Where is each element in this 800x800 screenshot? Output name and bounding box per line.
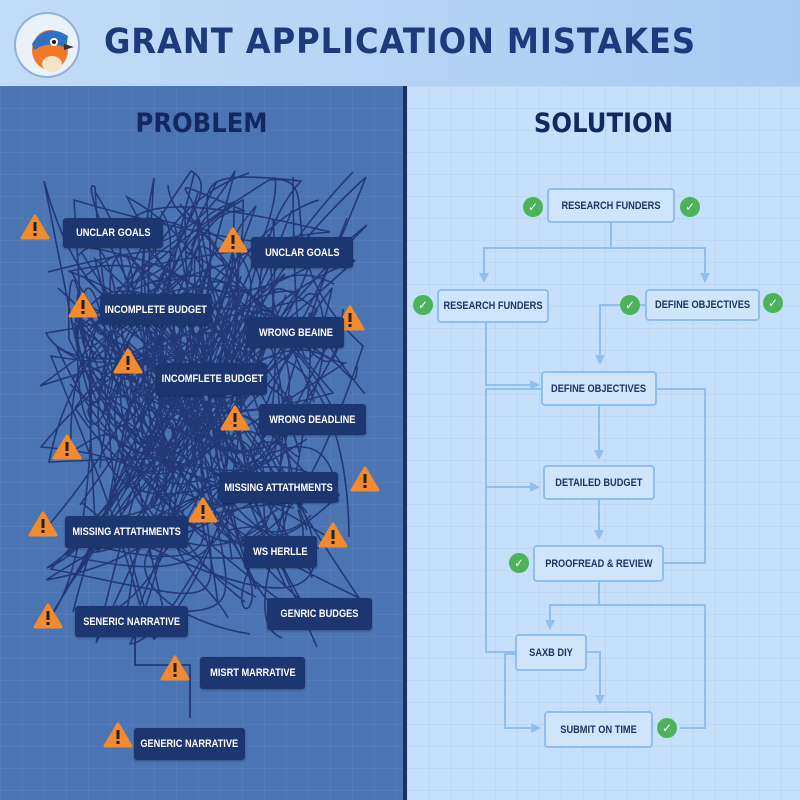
solution-step-label: DEFINE OBJECTIVES [655,299,751,311]
solution-step: DEFINE OBJECTIVES [541,371,657,406]
solution-step: RESEARCH FUNDERS [437,289,549,323]
solution-step-label: RESEARCH FUNDERS [443,300,543,312]
solution-step: SUBMIT ON TIME [544,711,653,748]
check-circle-icon: ✓ [413,295,433,315]
problem-box: WRONG BEAINE [247,317,344,348]
solution-step-label: SUBMIT ON TIME [560,723,637,736]
problem-box-label: MISSING ATTATHMENTS [72,526,181,538]
problem-box-label: SENERIC NARRATIVE [83,615,180,628]
problem-box-label: UNCLAR GOALS [75,227,151,239]
problem-box: UNCLAR GOALS [63,218,163,248]
problem-box-label: WRONG BEAINE [258,326,333,339]
problem-heading: PROBLEM [135,108,268,139]
divider [403,86,407,800]
problem-box: MISSING ATTATHMENTS [219,472,338,503]
problem-box-label: UNCLAR GOALS [264,246,340,259]
problem-box-label: GENRIC BUDGES [280,608,359,620]
warning-icon [318,522,348,548]
problem-box: UNCLAR GOALS [251,237,353,268]
problem-box-label: MISRT MARRATIVE [209,667,296,679]
solution-step-label: PROOFREAD & REVIEW [544,557,653,570]
solution-step-label: DETAILED BUDGET [555,476,643,489]
warning-icon [350,466,380,492]
bird-logo [14,12,80,78]
warning-icon [160,655,190,681]
problem-box: WRONG DEADLINE [259,404,366,435]
problem-box: MISSING ATTATHMENTS [65,516,188,548]
header [0,0,800,86]
solution-heading: SOLUTION [533,108,674,139]
solution-step-label: RESEARCH FUNDERS [561,199,661,212]
page-title: GRANT APPLICATION MISTAKES [103,22,697,62]
solution-step-label: SAXB DIY [529,646,573,659]
warning-icon [33,603,63,629]
problem-box-label: WRONG DEADLINE [269,413,356,426]
problem-box: MISRT MARRATIVE [200,657,305,689]
problem-box: GENRIC BUDGES [267,598,372,630]
check-circle-icon: ✓ [509,553,529,573]
solution-step: DETAILED BUDGET [543,465,655,500]
check-circle-icon: ✓ [657,718,677,738]
warning-icon [28,511,58,537]
problem-box: SENERIC NARRATIVE [75,606,188,637]
solution-step-label: DEFINE OBJECTIVES [551,382,647,395]
warning-icon [68,292,98,318]
problem-box-label: INCOMPLETE BUDGET [104,303,208,316]
check-circle-icon: ✓ [523,197,543,217]
warning-icon [103,722,133,748]
solution-step: SAXB DIY [515,634,587,671]
solution-step: PROOFREAD & REVIEW [533,545,664,582]
solution-step: RESEARCH FUNDERS [547,188,675,223]
problem-box: WS HERLLE [244,536,317,568]
problem-box: GENERIC NARRATIVE [134,728,245,760]
problem-box-label: MISSING ATTATHMENTS [224,481,333,494]
problem-box-label: WS HERLLE [253,546,308,558]
warning-icon [113,348,143,374]
warning-icon [188,497,218,523]
problem-box: INCOMFLETE BUDGET [157,363,267,395]
solution-step: DEFINE OBJECTIVES [645,289,760,321]
warning-icon [20,214,50,240]
tangled-arrows [39,169,368,718]
problem-box-label: INCOMFLETE BUDGET [161,373,263,385]
check-circle-icon: ✓ [680,197,700,217]
warning-icon [52,434,82,460]
check-circle-icon: ✓ [763,293,783,313]
warning-icon [218,227,248,253]
problem-box-label: GENERIC NARRATIVE [140,738,239,750]
problem-box: INCOMPLETE BUDGET [100,294,212,325]
check-circle-icon: ✓ [620,295,640,315]
warning-icon [220,405,250,431]
